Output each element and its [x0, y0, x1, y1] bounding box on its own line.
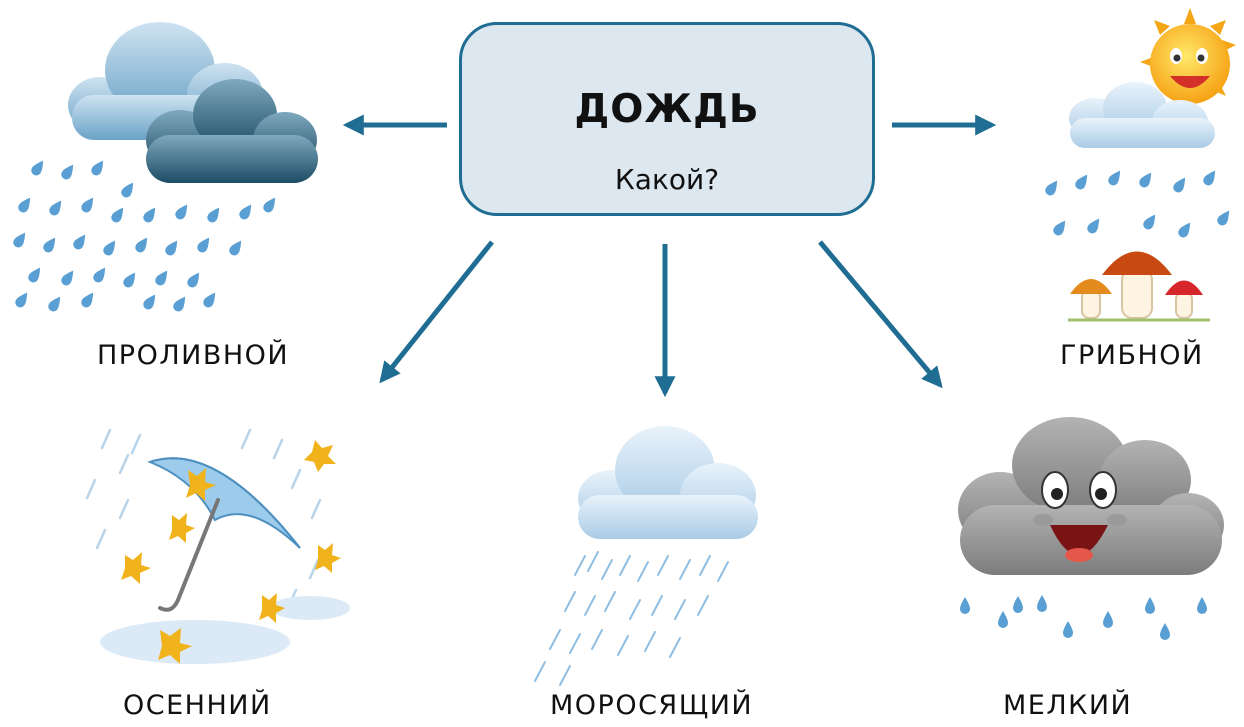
label-gribnoy: ГРИБНОЙ [1060, 340, 1204, 371]
label-prolivnoy: ПРОЛИВНОЙ [97, 340, 290, 371]
arrow-to-osenniy [379, 240, 494, 384]
center-box: ДОЖДЬ Какой? [459, 22, 875, 216]
label-osenniy: ОСЕННИЙ [123, 690, 272, 721]
downpour-clouds-icon [11, 22, 318, 314]
autumn-umbrella-icon [85, 428, 350, 664]
center-subtitle: Какой? [614, 163, 720, 196]
sun-rain-mushrooms-icon [1043, 8, 1236, 322]
arrows [342, 114, 997, 398]
arrow-to-melkiy [818, 240, 943, 389]
label-morosyashchiy: МОРОСЯЩИЙ [550, 690, 754, 721]
smiling-cloud-rain-icon [958, 417, 1224, 640]
label-melkiy: МЕЛКИЙ [1003, 690, 1133, 721]
center-title: ДОЖДЬ [574, 87, 760, 132]
drizzle-cloud-icon [534, 426, 758, 686]
